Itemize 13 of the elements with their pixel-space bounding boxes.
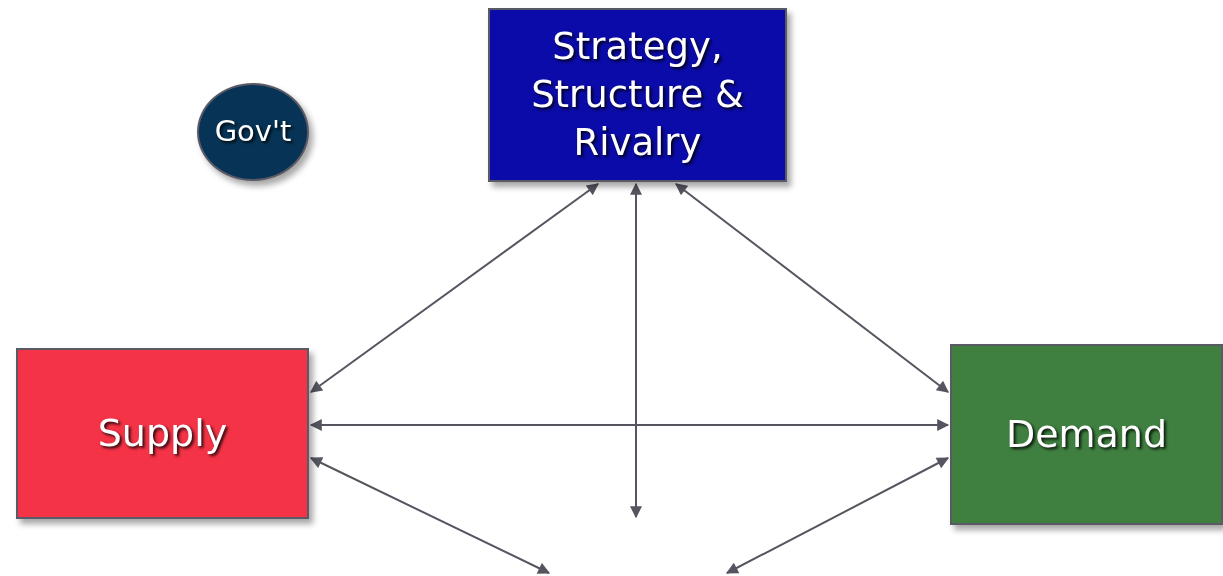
process-box <box>16 348 309 519</box>
node-label: Strategy, Structure & Rivalry <box>530 23 745 167</box>
node-label: Demand <box>1005 411 1168 458</box>
process-box <box>488 8 787 182</box>
node-label: Supply <box>97 410 228 457</box>
double-headed-arrow <box>675 183 949 393</box>
double-headed-arrow <box>630 182 642 519</box>
double-headed-arrow <box>725 457 950 574</box>
double-headed-arrow <box>309 457 551 574</box>
double-headed-arrow <box>309 419 950 431</box>
double-headed-arrow <box>310 183 599 393</box>
node-label: Gov't <box>214 116 292 148</box>
process-box <box>950 344 1223 525</box>
